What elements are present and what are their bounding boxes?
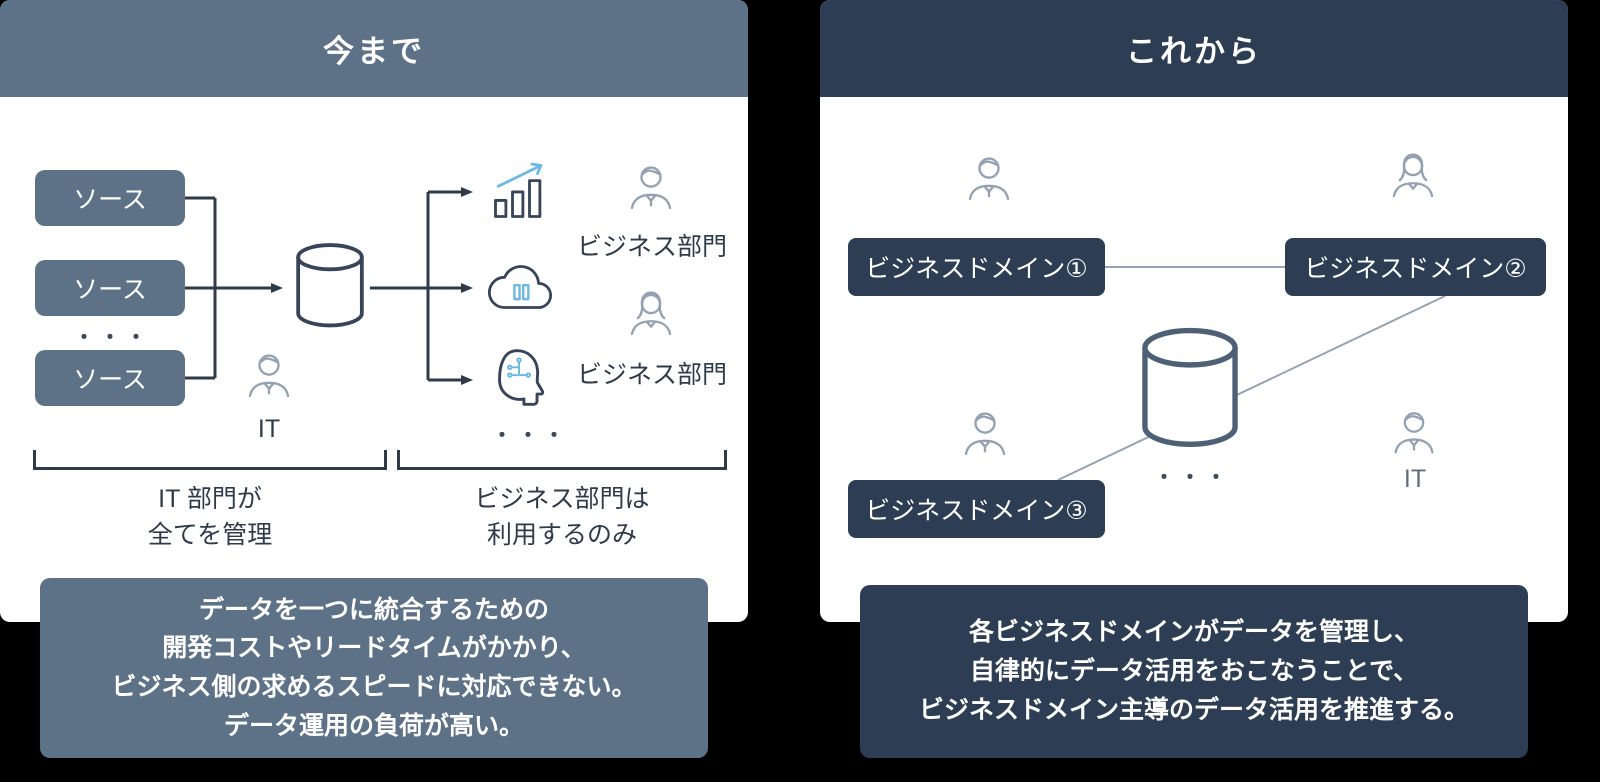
business-scope-bracket: [397, 450, 727, 470]
business-department-label-1: ビジネス部門: [576, 233, 727, 261]
flow-arrows: [185, 187, 473, 385]
panel-before-body: ソース ソース ・・・ ソース IT ・・・ ビジネス部門 ビジネス部門 IT …: [0, 97, 748, 622]
business-person-woman-icon: [622, 285, 680, 343]
it-person-icon: [1386, 405, 1442, 461]
ai-head-icon: [486, 344, 556, 414]
it-scope-bracket: [33, 450, 387, 470]
domains-ellipsis: ・・・: [1154, 467, 1232, 489]
domain3-person-icon: [956, 405, 1014, 463]
source-box-2: ソース: [35, 260, 185, 316]
source-box-3: ソース: [35, 350, 185, 406]
business-person-man-icon: [622, 159, 680, 217]
sources-ellipsis: ・・・: [74, 327, 152, 349]
business-domain-box-1: ビジネスドメイン①: [848, 238, 1105, 296]
panel-before-header: 今まで: [0, 0, 748, 97]
summary-before: データを一つに統合するための 開発コストやリードタイムがかかり、 ビジネス側の求…: [40, 578, 708, 758]
it-label: IT: [257, 415, 281, 443]
panel-after-body: IT ビジネスドメイン① ビジネスドメイン② ビジネスドメイン③ ・・・: [820, 97, 1568, 622]
it-person-icon: [240, 347, 298, 405]
summary-before-text: データを一つに統合するための 開発コストやリードタイムがかかり、 ビジネス側の求…: [111, 595, 637, 740]
panel-after-header: これから: [820, 0, 1568, 97]
panel-after-title: これから: [1126, 34, 1262, 69]
business-scope-label: ビジネス部門は 利用するのみ: [474, 485, 650, 550]
domain1-person-icon: [960, 150, 1018, 208]
domain2-person-icon: [1384, 147, 1442, 205]
source-box-1: ソース: [35, 170, 185, 226]
growth-chart-icon: [487, 157, 555, 225]
business-domain-box-2: ビジネスドメイン②: [1285, 238, 1546, 296]
panel-before-title: 今まで: [323, 34, 425, 69]
consumers-ellipsis: ・・・: [492, 425, 570, 447]
cloud-service-icon: [481, 259, 559, 317]
domain-connections: [1057, 266, 1446, 481]
panel-after: これから IT ビジネスドメイン① ビジネスドメイン② ビジネスドメイン③ ・・…: [820, 0, 1568, 622]
summary-after: 各ビジネスドメインがデータを管理し、 自律的にデータ活用をおこなうことで、 ビジ…: [860, 585, 1528, 758]
database-cylinder-icon: [292, 239, 368, 333]
business-department-label-2: ビジネス部門: [576, 361, 727, 389]
panel-before: 今まで ソース ソース ・・・: [0, 0, 748, 622]
summary-after-text: 各ビジネスドメインがデータを管理し、 自律的にデータ活用をおこなうことで、 ビジ…: [918, 618, 1469, 724]
business-domain-box-3: ビジネスドメイン③: [848, 480, 1105, 538]
it-label: IT: [1403, 465, 1427, 493]
it-scope-label: IT 部門が 全てを管理: [147, 485, 273, 550]
shared-database-cylinder-icon: [1128, 322, 1252, 455]
